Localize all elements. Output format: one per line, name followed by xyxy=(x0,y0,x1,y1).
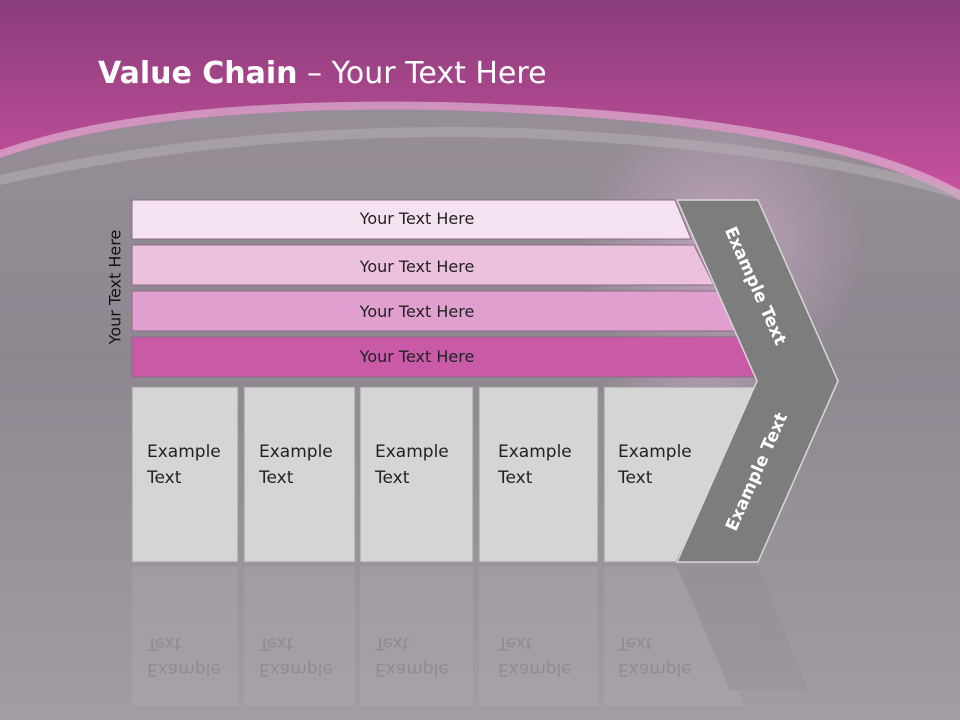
activity-label-3-line1: Example xyxy=(375,442,449,462)
activity-label-1-line2: Text xyxy=(147,468,182,488)
activity-reflection-5-line1: Example xyxy=(618,659,692,679)
margin-chevron xyxy=(675,199,839,563)
activity-label-4-line1: Example xyxy=(498,442,572,462)
activity-label-3: Example Text xyxy=(375,439,449,491)
activity-reflection-1-line2: Text xyxy=(147,633,182,653)
activity-reflection-4: Example Text xyxy=(498,630,572,682)
activity-label-5-line2: Text xyxy=(618,468,653,488)
bar-label-1: Your Text Here xyxy=(359,209,475,228)
bar-label-3: Your Text Here xyxy=(359,302,475,321)
activity-reflection-3: Example Text xyxy=(375,630,449,682)
activity-reflection-2-line2: Text xyxy=(259,633,294,653)
activity-reflection-2: Example Text xyxy=(259,630,333,682)
activity-label-3-line2: Text xyxy=(375,468,410,488)
activity-label-5-line1: Example xyxy=(618,442,692,462)
activity-box-5 xyxy=(603,386,761,563)
activity-reflection-5: Example Text xyxy=(618,630,692,682)
activity-box-3 xyxy=(359,386,474,563)
activity-reflection-1: Example Text xyxy=(147,630,221,682)
activity-label-2-line1: Example xyxy=(259,442,333,462)
activity-label-1: Example Text xyxy=(147,439,221,491)
activity-label-4-line2: Text xyxy=(498,468,533,488)
activity-box-4 xyxy=(478,386,599,563)
title-rest: – Your Text Here xyxy=(297,56,547,91)
activity-reflection-2-line1: Example xyxy=(259,659,333,679)
activity-box-1 xyxy=(131,386,239,563)
activity-label-1-line1: Example xyxy=(147,442,221,462)
activity-label-4: Example Text xyxy=(498,439,572,491)
activity-reflection-4-line1: Example xyxy=(498,659,572,679)
activity-reflection-3-line1: Example xyxy=(375,659,449,679)
activity-reflection-1-line1: Example xyxy=(147,659,221,679)
bar-label-4: Your Text Here xyxy=(359,347,475,366)
bar-label-2: Your Text Here xyxy=(359,257,475,276)
activity-label-5: Example Text xyxy=(618,439,692,491)
activity-box-2 xyxy=(243,386,356,563)
reflection xyxy=(132,566,808,706)
slide-title: Value Chain – Your Text Here xyxy=(98,56,547,91)
bar-1 xyxy=(131,199,692,240)
activity-label-2-line2: Text xyxy=(259,468,294,488)
activity-reflection-3-line2: Text xyxy=(375,633,410,653)
title-bold: Value Chain xyxy=(98,56,298,91)
activity-reflection-5-line2: Text xyxy=(618,633,653,653)
activity-reflection-4-line2: Text xyxy=(498,633,533,653)
activity-label-2: Example Text xyxy=(259,439,333,491)
